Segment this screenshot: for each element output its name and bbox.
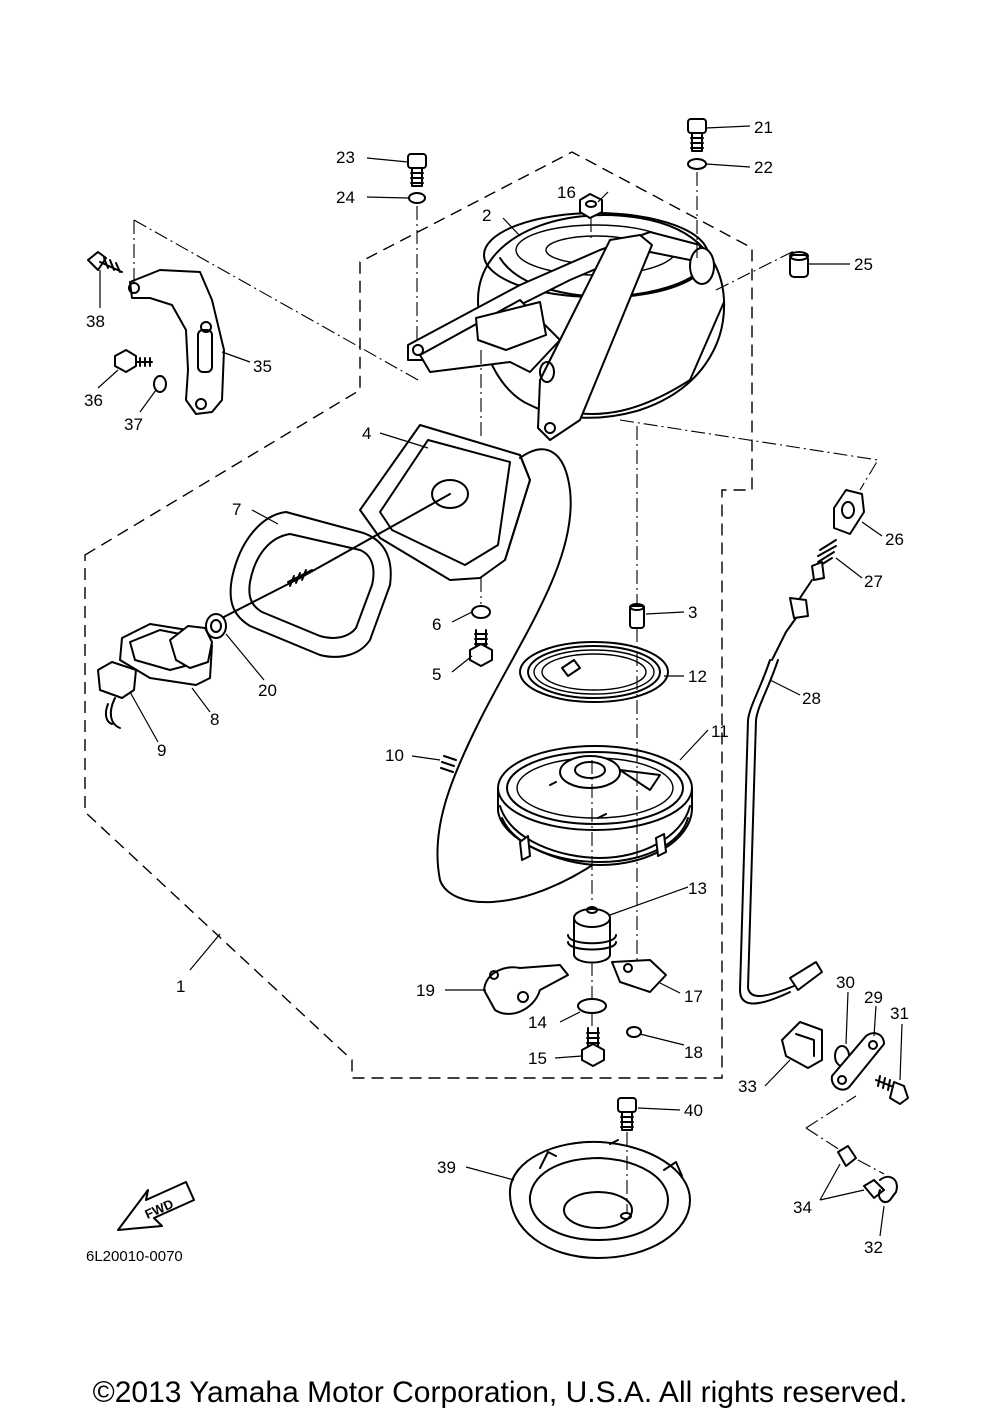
callout-3: 3	[688, 603, 697, 622]
assembly-boundary	[84, 151, 753, 1079]
bolt-21	[687, 118, 707, 152]
reference-lines	[133, 172, 885, 1214]
callout-20: 20	[258, 681, 277, 700]
lever-29	[830, 1032, 885, 1091]
drawing-code: 6L20010-0070	[86, 1248, 183, 1265]
clip-18	[626, 1026, 642, 1038]
callout-21: 21	[754, 118, 773, 137]
callout-14: 14	[528, 1013, 547, 1032]
callout-34: 34	[793, 1198, 812, 1217]
bolt-5	[469, 629, 493, 667]
callout-26: 26	[885, 530, 904, 549]
sheave-drum-11	[497, 745, 693, 866]
grip-cover-7	[229, 511, 392, 658]
bolt-36	[114, 349, 153, 373]
callout-22: 22	[754, 158, 773, 177]
rope-knot-mark	[287, 569, 313, 587]
callout-30: 30	[836, 973, 855, 992]
callout-15: 15	[528, 1049, 547, 1068]
callout-4: 4	[362, 424, 371, 443]
callout-19: 19	[416, 981, 435, 1000]
leader-lines	[97, 125, 903, 1237]
bolt-23	[407, 153, 427, 187]
callout-2: 2	[482, 206, 491, 225]
pin-32	[878, 1175, 898, 1204]
washer-24	[408, 192, 426, 204]
callout-37: 37	[124, 415, 143, 434]
callout-40: 40	[684, 1101, 703, 1120]
bolt-38	[87, 251, 123, 273]
fwd-arrow-icon: FWD	[117, 1181, 195, 1231]
callout-16: 16	[557, 183, 576, 202]
washer-37	[153, 375, 167, 393]
callout-32: 32	[864, 1238, 883, 1257]
starter-case	[407, 212, 726, 441]
pawl-19	[483, 964, 569, 1015]
callout-31: 31	[890, 1004, 909, 1023]
cable-end-26	[833, 489, 865, 535]
washer-14	[577, 998, 607, 1014]
callout-38: 38	[86, 312, 105, 331]
callout-11: 11	[711, 722, 729, 741]
washer-22	[687, 158, 707, 170]
callout-29: 29	[864, 988, 883, 1007]
rope-through-guide	[217, 493, 451, 621]
callout-1: 1	[176, 977, 185, 996]
callout-35: 35	[253, 357, 272, 376]
plug-9	[97, 661, 137, 729]
collar-25	[789, 251, 809, 278]
rope-guide-4	[359, 424, 531, 581]
start-in-gear-cable-28	[739, 561, 825, 1005]
rope-knot-10	[440, 755, 457, 773]
callout-25: 25	[854, 255, 873, 274]
callouts: 23 24 16 2 21 22 25 38 35 36 37 4 7 26 2…	[84, 118, 909, 1257]
bolt-40	[617, 1097, 637, 1131]
callout-27: 27	[864, 572, 883, 591]
clip-20	[205, 613, 227, 639]
callout-9: 9	[157, 741, 166, 760]
plate-39	[508, 1139, 691, 1259]
callout-12: 12	[688, 667, 707, 686]
pin-3	[629, 603, 645, 629]
callout-10: 10	[385, 746, 404, 765]
callout-39: 39	[437, 1158, 456, 1177]
callout-23: 23	[336, 148, 355, 167]
plate-17	[611, 959, 667, 993]
spring-27	[815, 539, 837, 569]
callout-13: 13	[688, 879, 707, 898]
callout-28: 28	[802, 689, 821, 708]
handle-8	[119, 623, 213, 686]
bracket-33	[781, 1021, 823, 1069]
callout-5: 5	[432, 665, 441, 684]
callout-17: 17	[684, 987, 703, 1006]
nut-16	[579, 193, 603, 219]
washer-6	[471, 605, 491, 619]
callout-33: 33	[738, 1077, 757, 1096]
pulley-hub-13	[567, 906, 617, 964]
callout-8: 8	[210, 710, 219, 729]
callout-18: 18	[684, 1043, 703, 1062]
callout-6: 6	[432, 615, 441, 634]
callout-24: 24	[336, 188, 355, 207]
bracket-35	[128, 269, 225, 415]
bolt-15	[581, 1027, 605, 1067]
spiral-spring-12	[519, 641, 669, 703]
bolt-31	[875, 1075, 909, 1105]
callout-36: 36	[84, 391, 103, 410]
copyright-notice: ©2013 Yamaha Motor Corporation, U.S.A. A…	[93, 1376, 908, 1409]
callout-7: 7	[232, 500, 241, 519]
